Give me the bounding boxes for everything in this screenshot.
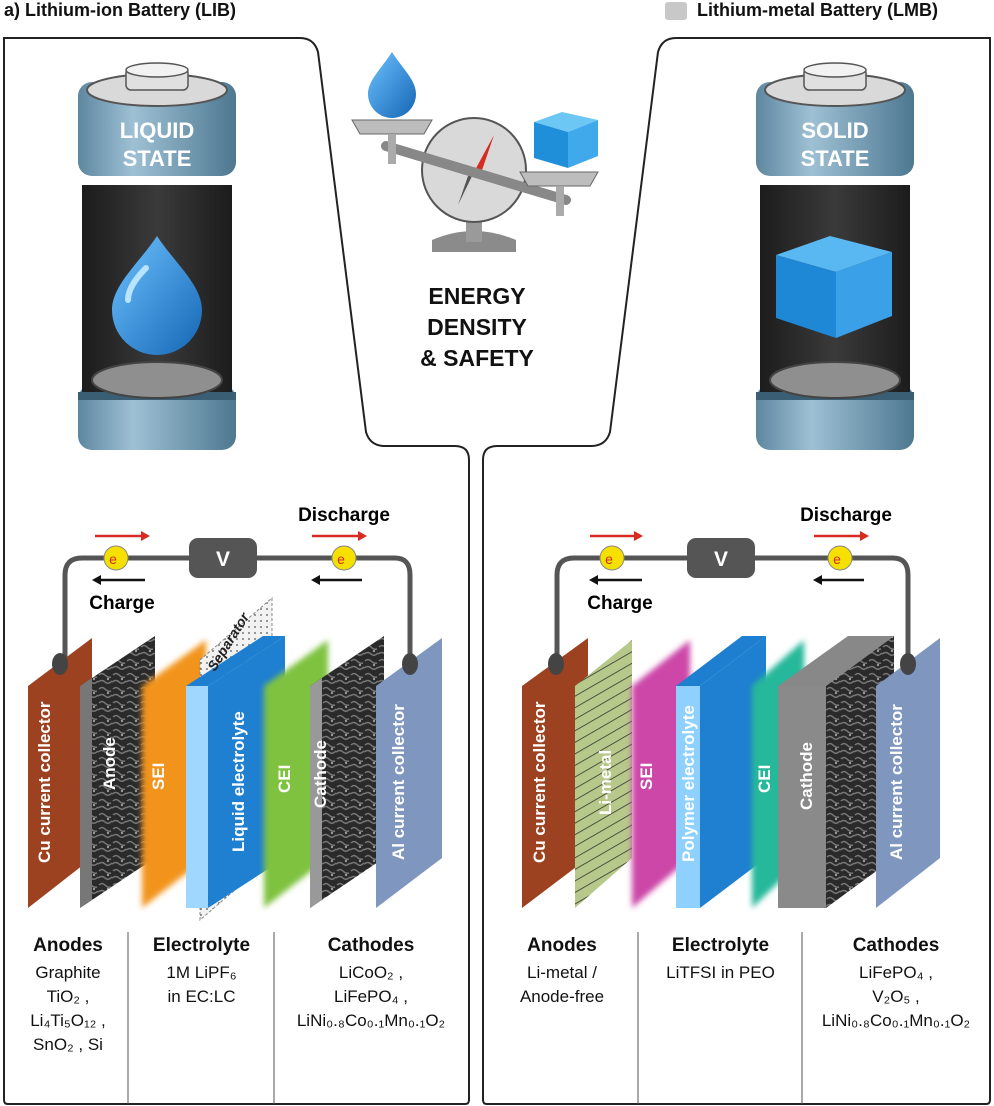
center-title: ENERGY DENSITY & SAFETY [370, 281, 584, 374]
lib-anode-2: TiO₂ , [46, 987, 90, 1006]
lmb-discharge-label: Discharge [800, 505, 892, 526]
lmb-layer-li-metal: Li-metal [596, 750, 615, 815]
lib-electrolyte-1: 1M LiPF₆ [166, 963, 237, 982]
lib-circuit [62, 531, 413, 665]
lmb-layer-sei: SEI [637, 763, 656, 790]
panel-marker [665, 2, 687, 20]
lmb-layer-al-collector: Al current collector [887, 704, 906, 860]
lib-discharge-label: Discharge [298, 505, 390, 526]
lib-electrolyte-column: Electrolyte 1M LiPF₆ in EC:LC [129, 935, 274, 1009]
lib-battery-label-1: LIQUID [120, 118, 195, 143]
lib-layer-cathode: Cathode [311, 740, 330, 808]
lmb-cathode-2: V₂O₅ , [872, 987, 920, 1006]
lib-electrolyte-title: Electrolyte [152, 935, 251, 956]
lmb-anode-2: Anode-free [519, 987, 605, 1006]
lib-electron-left: e [109, 551, 117, 567]
lmb-layer-cei: CEI [755, 765, 774, 793]
lib-header: a) Lithium-ion Battery (LIB) [4, 0, 236, 20]
lmb-electrolyte-1: LiTFSI in PEO [666, 963, 775, 982]
center-title-line-3: & SAFETY [420, 345, 534, 371]
balance-scale-icon [351, 52, 599, 252]
lmb-anodes-title: Anodes [527, 935, 597, 956]
lib-voltmeter-label: V [216, 548, 230, 571]
lmb-panel-outline [482, 37, 991, 1105]
lib-cathode-3: LiNi₀.₈Co₀.₁Mn₀.₁O₂ [296, 1011, 446, 1030]
lib-anode-4: SnO₂ , Si [33, 1035, 103, 1054]
lib-layer-cei: CEI [275, 765, 294, 793]
lmb-battery-label-2: STATE [801, 146, 870, 171]
lib-battery-icon [78, 62, 236, 450]
lib-cathodes-title: Cathodes [327, 935, 415, 956]
lmb-electrolyte-column: Electrolyte LiTFSI in PEO [639, 935, 802, 985]
lib-anode-1: Graphite [35, 963, 101, 982]
center-title-line-1: ENERGY [428, 283, 526, 309]
lib-cathodes-column: Cathodes LiCoO₂ , LiFePO₄ , LiNi₀.₈Co₀.₁… [275, 935, 467, 1033]
lib-layer-cu-collector: Cu current collector [35, 701, 54, 863]
lib-layer-anode: Anode [100, 737, 119, 790]
lmb-electron-right: e [833, 551, 841, 567]
lmb-anodes-column: Anodes Li-metal / Anode-free [486, 935, 638, 1009]
lmb-header: Lithium-metal Battery (LMB) [697, 0, 939, 20]
lmb-circuit [554, 531, 911, 665]
lmb-voltmeter-label: V [714, 548, 728, 571]
lib-layer-al-collector: Al current collector [389, 704, 408, 860]
lmb-electron-left: e [605, 551, 613, 567]
lmb-anode-1: Li-metal / [527, 963, 597, 982]
lmb-cathodes-column: Cathodes LiFePO₄ , V₂O₅ , LiNi₀.₈Co₀.₁Mn… [803, 935, 989, 1033]
lib-battery-label-2: STATE [123, 146, 192, 171]
lmb-cathode-3: LiNi₀.₈Co₀.₁Mn₀.₁O₂ [821, 1011, 971, 1030]
lib-anodes-title: Anodes [33, 935, 103, 956]
lmb-electrolyte-title: Electrolyte [671, 935, 770, 956]
lib-cathode-1: LiCoO₂ , [338, 963, 404, 982]
lib-anodes-column: Anodes Graphite TiO₂ , Li₄Ti₅O₁₂ , SnO₂ … [8, 935, 128, 1057]
lmb-battery-label-1: SOLID [801, 118, 868, 143]
lib-electrolyte-2: in EC:LC [167, 987, 236, 1006]
lmb-cathode-1: LiFePO₄ , [858, 963, 934, 982]
lib-anode-3: Li₄Ti₅O₁₂ , [30, 1011, 106, 1030]
lib-cell-stack [28, 596, 442, 922]
lmb-charge-label: Charge [587, 593, 652, 614]
lib-cathode-2: LiFePO₄ , [333, 987, 409, 1006]
lib-layer-sei: SEI [149, 763, 168, 790]
lib-charge-label: Charge [89, 593, 154, 614]
lmb-cell-stack [522, 636, 940, 908]
lib-layer-electrolyte: Liquid electrolyte [229, 711, 248, 852]
lib-panel-outline [3, 37, 470, 1105]
lmb-battery-icon [756, 62, 914, 450]
center-title-line-2: DENSITY [427, 314, 527, 340]
lib-electron-right: e [337, 551, 345, 567]
lmb-cathodes-title: Cathodes [852, 935, 940, 956]
lmb-layer-electrolyte: Polymer electrolyte [679, 705, 698, 862]
lmb-layer-cu-collector: Cu current collector [530, 701, 549, 863]
lmb-layer-cathode: Cathode [797, 742, 816, 810]
